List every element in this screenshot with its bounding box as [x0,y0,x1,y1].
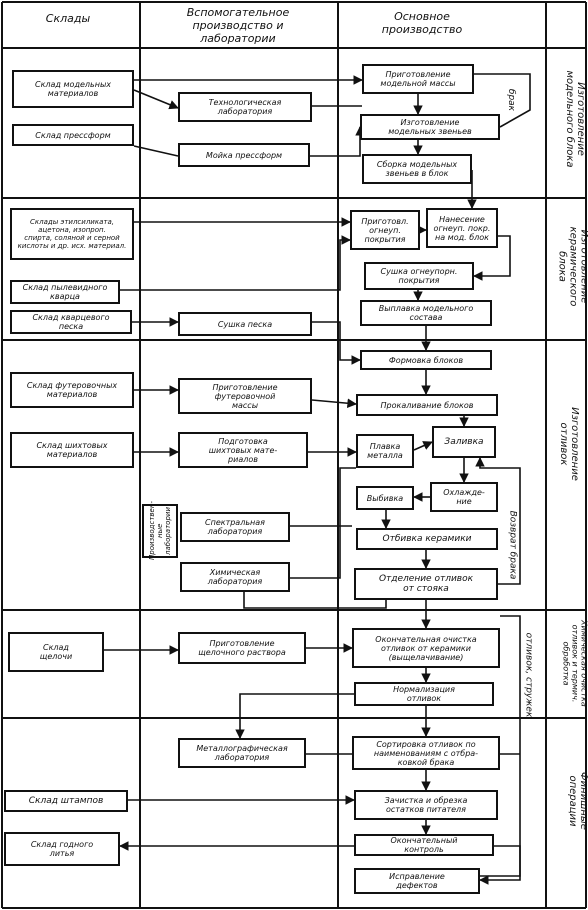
stage-chem-treatment: Химическая очистка отливок и термич. обр… [561,620,588,707]
box-warehouse-ethylsilicate: Склады этилсиликата, ацетона, изопроп. с… [10,208,134,260]
flow-arrows [104,73,531,885]
box-melting: Плавка металла [356,434,414,468]
label-brak: брак [506,88,517,112]
box-warehouse-good-castings: Склад годного литья [4,832,120,866]
flow-arrow [413,441,433,451]
box-calcination: Прокаливание блоков [356,394,498,416]
flow-arrow [473,235,511,281]
box-pouring: Заливка [432,426,496,458]
box-mold-wash: Мойка прессформ [178,143,310,167]
flow-arrow [475,457,521,585]
box-alkali-prep: Приготовление щелочного раствора [178,632,306,664]
box-coating-prep: Приготовл. огнеуп. покрытия [350,210,420,250]
box-drying: Сушка огнеупорн. покрытия [364,262,474,290]
box-ceramic-removal: Отбивка керамики [356,528,498,550]
box-melt-out: Выплавка модельного состава [360,300,492,326]
box-coating-apply: Нанесение огнеуп. покр. на мод. блок [426,208,498,248]
box-molding: Формовка блоков [360,350,492,370]
flow-arrow [312,321,361,365]
box-assembly: Сборка модельных звеньев в блок [362,154,472,184]
box-trimming: Зачистка и обрезка остатков питателя [354,790,498,820]
flow-arrow [480,615,521,877]
flow-arrow [311,398,357,408]
box-model-mass: Приготовление модельной массы [362,64,474,94]
box-warehouse-quartz-sand: Склад кварцевого песка [10,310,132,334]
box-final-cleaning: Окончательная очистка отливок от керамик… [352,628,500,668]
flow-arrow [310,126,365,157]
label-castings-chips: отливок, стружек [523,632,534,718]
flow-arrow [133,145,179,157]
box-charge-prep: Подготовка шихтовых мате- риалов [178,432,308,468]
box-metallo-lab: Металлографическая лаборатория [178,738,306,768]
box-defect-fix: Исправление дефектов [354,868,480,894]
flow-arrow [235,693,354,739]
box-lining-prep: Приготовление футеровочной массы [178,378,312,414]
stage-castings: Изготовление отливок [558,407,580,481]
box-warehouse-stamps: Склад штампов [4,790,128,812]
box-model-links: Изготовление модельных звеньев [360,114,500,140]
flow-arrow [133,89,179,110]
box-chem-lab: Химическая лаборатория [180,562,290,592]
stage-model-block: Изготовление модельного блока [564,70,586,168]
stage-ceramic-block: Изготовление керамического блока [556,226,588,307]
box-spectral-lab: Спектральная лаборатория [180,512,290,542]
column-header-warehouses: Склады [45,12,91,25]
box-knockout: Выбивка [356,486,414,510]
box-sorting: Сортировка отливок по наименованиям с от… [352,736,500,770]
flow-arrow [120,235,351,291]
box-sand-dry: Сушка песка [178,312,312,336]
box-warehouse-charge: Склад шихтовых материалов [10,432,134,468]
column-header-auxiliary: Вспомогательное производство и лаборатор… [186,6,290,45]
box-warehouse-molds: Склад прессформ [12,124,134,146]
box-tech-lab: Технологическая лаборатория [178,92,312,122]
label-return-scrap: Возврат брака [507,510,518,580]
column-header-main: Основное производство [381,10,463,36]
stage-finishing: Финишные операции [567,772,588,830]
box-warehouse-quartz-powder: Склад пылевидного кварца [10,280,120,304]
box-warehouse-lining: Склад футеровочных материалов [10,372,134,408]
flow-arrow [243,592,387,609]
box-cooling: Охлажде- ние [430,482,498,512]
box-warehouse-alkali: Склад щелочи [8,632,104,672]
box-normalization: Нормализация отливок [354,682,494,706]
flow-arrow [474,73,531,128]
flow-arrow [290,467,356,579]
box-warehouse-model-materials: Склад модельных материалов [12,70,134,108]
box-final-control: Окончательный контроль [354,834,494,856]
box-prod-lab: Производствен- ные лаборатории [142,502,178,560]
box-separation: Отделение отливок от стояка [354,568,498,600]
